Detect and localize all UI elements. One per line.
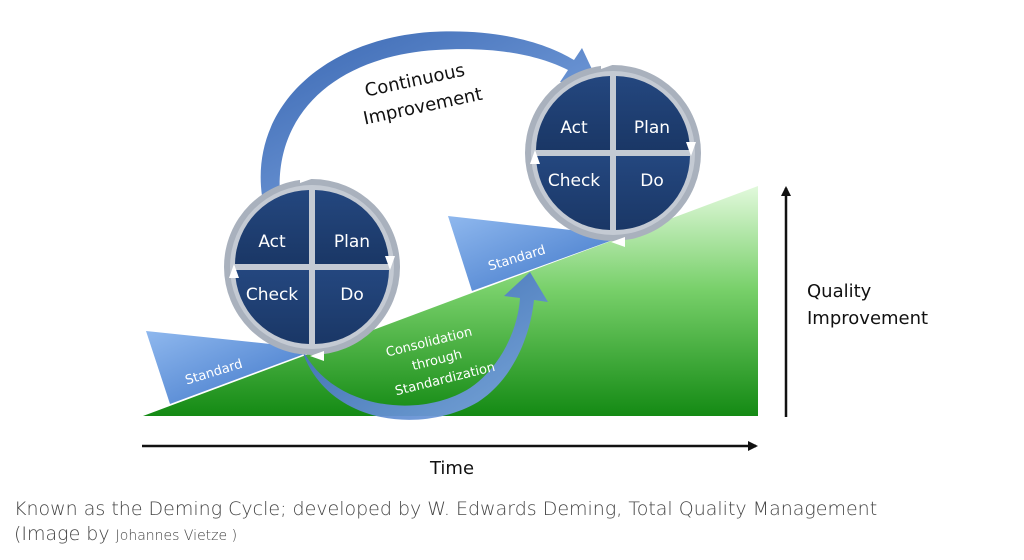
standard-wedge-left — [146, 331, 318, 404]
quadrant-do-left — [315, 270, 389, 344]
ring-arrow-icon — [530, 150, 540, 164]
label-do-left: Do — [340, 285, 364, 305]
ring-arrow-icon — [611, 237, 625, 247]
image-caption: Known as the Deming Cycle; developed by … — [14, 497, 1014, 549]
quality-ramp — [143, 186, 758, 416]
caption-line-1: Known as the Deming Cycle; developed by … — [14, 498, 878, 520]
quadrant-do-right — [616, 156, 690, 230]
consolidation-arrow — [300, 272, 548, 420]
quadrant-plan-right — [616, 76, 690, 150]
pdca-cycle-right: Act Plan Check Do — [525, 59, 701, 247]
label-do-right: Do — [640, 171, 664, 191]
axis-label-quality-2: Improvement — [807, 308, 928, 329]
standard-wedge-right — [448, 216, 624, 291]
ring-arrow-icon — [601, 59, 615, 69]
caption-suffix: ) — [227, 528, 238, 544]
label-check-left: Check — [246, 285, 298, 305]
axis-label-time: Time — [429, 458, 474, 479]
ring-arrow-icon — [686, 142, 696, 156]
caption-line-2: (Image by Johannes Vietze ) — [14, 522, 1014, 549]
axis-label-quality-1: Quality — [807, 281, 872, 302]
caption-author: Johannes Vietze — [115, 528, 228, 544]
ring-arrow-icon — [385, 256, 395, 270]
quadrant-act-right — [536, 76, 610, 150]
pdca-cycle-left: Act Plan Check Do — [224, 173, 400, 361]
quadrant-check-right — [536, 156, 610, 230]
label-check-right: Check — [548, 171, 600, 191]
ring-arrow-icon — [300, 173, 314, 183]
label-plan-left: Plan — [334, 232, 370, 252]
quadrant-check-left — [235, 270, 309, 344]
label-plan-right: Plan — [634, 118, 670, 138]
label-act-right: Act — [560, 118, 588, 138]
caption-prefix: (Image by — [14, 523, 116, 545]
quadrant-plan-left — [315, 190, 389, 264]
ring-arrow-icon — [229, 264, 239, 278]
pdca-diagram: Standard Standard Consolidation through … — [142, 31, 928, 479]
ring-arrow-icon — [310, 351, 324, 361]
quadrant-act-left — [235, 190, 309, 264]
label-act-left: Act — [258, 232, 286, 252]
continuous-improvement-arrow — [260, 31, 598, 197]
